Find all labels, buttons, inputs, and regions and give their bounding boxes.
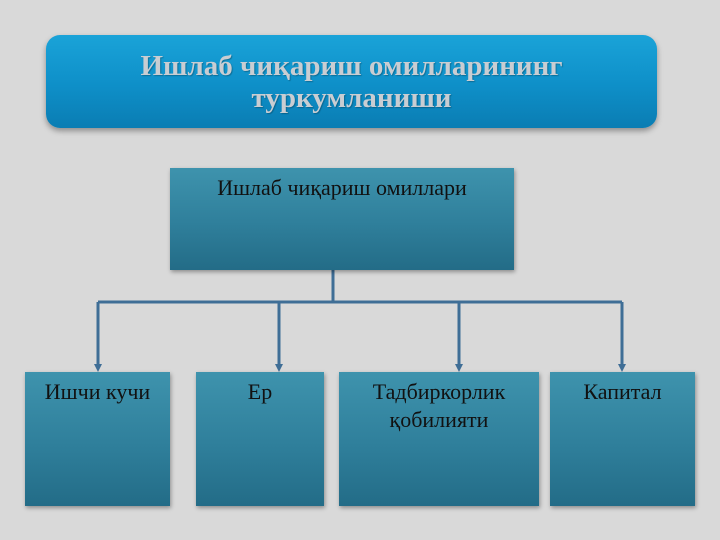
child-node-2: Ер xyxy=(196,372,324,506)
child-node-3-label-line-1: Тадбиркорлик xyxy=(372,379,506,404)
title-line-1: Ишлаб чиқариш омилларининг xyxy=(140,49,563,82)
root-node: Ишлаб чиқариш омиллари xyxy=(170,168,514,270)
child-node-3: Тадбиркорлик қобилияти xyxy=(339,372,539,506)
child-node-1: Ишчи кучи xyxy=(25,372,170,506)
title-banner: Ишлаб чиқариш омилларининг туркумланиши xyxy=(46,35,657,128)
child-node-1-label: Ишчи кучи xyxy=(44,379,151,404)
child-node-4-label: Капитал xyxy=(583,379,662,404)
title-line-2: туркумланиши xyxy=(251,81,452,114)
child-node-4: Капитал xyxy=(550,372,695,506)
child-node-2-label: Ер xyxy=(247,379,273,404)
root-node-label: Ишлаб чиқариш омиллари xyxy=(217,175,467,200)
diagram-title: Ишлаб чиқариш омилларининг туркумланиши xyxy=(141,50,563,114)
child-node-3-label-line-2: қобилияти xyxy=(389,407,489,432)
